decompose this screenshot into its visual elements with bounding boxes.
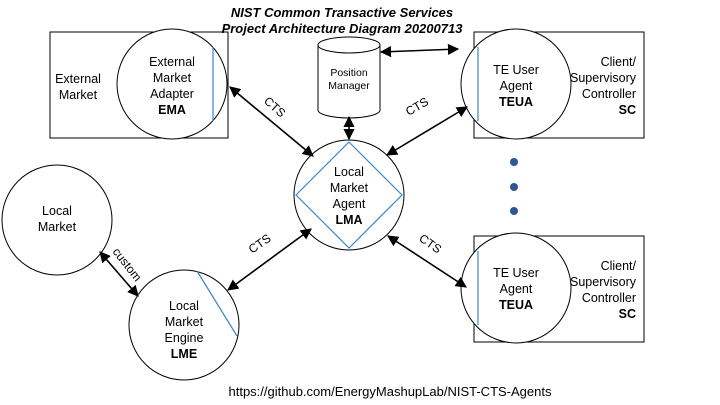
local-market-label-line1: Local [42, 204, 72, 218]
ellipsis-dot-2 [510, 183, 518, 191]
diagram-title-line2: Project Architecture Diagram 20200713 [222, 21, 464, 36]
lme-label-line2: Market [165, 315, 204, 329]
sc-bottom-label-line2: Supervisory [570, 275, 637, 289]
ellipsis-dot-1 [510, 158, 518, 166]
sc-top-label-line1: Client/ [601, 55, 637, 69]
teua-top-abbr: TEUA [499, 95, 533, 109]
local-market-label-line2: Market [38, 220, 77, 234]
sc-bottom-label-line1: Client/ [601, 259, 637, 273]
sc-top-abbr: SC [619, 103, 636, 117]
lme-label-line1: Local [169, 299, 199, 313]
teua-top-label-line2: Agent [500, 79, 533, 93]
sc-top-label-line3: Controller [582, 87, 636, 101]
arrow-ema-lma [229, 86, 314, 157]
ema-label-line1: External [149, 55, 195, 69]
external-market-label-line1: External [55, 72, 101, 86]
lma-accent-diamond [295, 141, 403, 249]
teua-bottom-label-line2: Agent [500, 282, 533, 296]
teua-bottom-label-line1: TE User [493, 266, 539, 280]
sc-bottom-label-line3: Controller [582, 291, 636, 305]
lme-accent-line [196, 270, 238, 337]
lma-label-line3: Agent [333, 197, 366, 211]
lma-abbr: LMA [335, 213, 362, 227]
link-label-lme-lma: CTS [246, 231, 274, 256]
ema-abbr: EMA [158, 103, 186, 117]
link-label-local-market-lme: custom [110, 245, 145, 284]
sc-bottom-abbr: SC [619, 307, 636, 321]
diagram-title-line1: NIST Common Transactive Services [231, 5, 453, 20]
ema-node [116, 28, 228, 140]
lme-node [128, 269, 240, 381]
link-label-teua-lma: CTS [403, 94, 431, 118]
position-manager-label-line2: Manager [328, 80, 370, 92]
arrow-lma-teua-bottom [387, 235, 467, 288]
arrow-lme-lma [227, 228, 312, 291]
ellipsis-dot-3 [510, 207, 518, 215]
arrow-local-market-lme [99, 251, 139, 297]
arrow-position-manager-teua [379, 43, 460, 58]
teua-top-label-line1: TE User [493, 63, 539, 77]
link-label-lma-teua-bottom: CTS [416, 231, 444, 256]
footer-url[interactable]: https://github.com/EnergyMashupLab/NIST-… [229, 384, 552, 399]
lma-label-line1: Local [334, 165, 364, 179]
arrow-teua-top-lma [386, 106, 468, 156]
external-market-label-line2: Market [59, 88, 98, 102]
ema-label-line3: Adapter [150, 87, 194, 101]
lme-abbr: LME [171, 347, 197, 361]
teua-bottom-node [460, 232, 572, 344]
ema-label-line2: Market [153, 71, 192, 85]
lma-label-line2: Market [330, 181, 369, 195]
position-manager-label-line1: Position [330, 67, 368, 79]
lme-label-line3: Engine [165, 331, 204, 345]
sc-top-label-line2: Supervisory [570, 71, 637, 85]
teua-bottom-abbr: TEUA [499, 298, 533, 312]
lma-node [293, 139, 405, 251]
external-market-box [49, 31, 229, 139]
teua-top-node [460, 28, 572, 140]
local-market-node [1, 164, 113, 276]
